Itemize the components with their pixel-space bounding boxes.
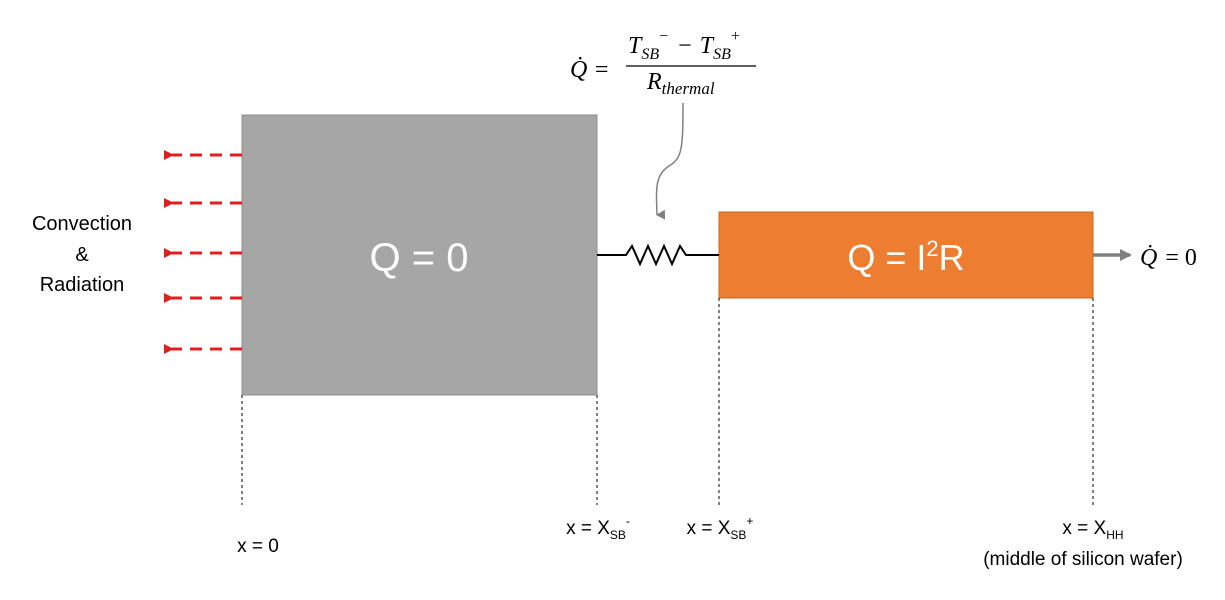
r-thermal-sub: thermal	[662, 79, 715, 98]
equation-lhs: Q̇ =	[570, 57, 610, 83]
equation-numerator: TSB−−TSB+	[628, 28, 740, 63]
xsb-plus-prefix: x = X	[687, 518, 731, 539]
ampersand-label: &	[75, 244, 89, 266]
t-sb-plus: T	[700, 33, 715, 59]
equation-denominator: Rthermal	[646, 69, 715, 98]
gray-block	[241, 114, 598, 396]
r-symbol: R	[646, 69, 662, 95]
xhh-sub: HH	[1106, 528, 1123, 542]
label-x0: x = 0	[237, 536, 279, 557]
qdot-symbol: Q̇	[1140, 245, 1157, 271]
label-xhh-note: (middle of silicon wafer)	[983, 549, 1183, 570]
t-sb-minus-sub: SB	[641, 46, 659, 63]
radiation-label: Radiation	[40, 274, 125, 296]
xsb-plus-sup: +	[746, 514, 753, 528]
t-sb-plus-sub: SB	[713, 46, 731, 63]
xhh-prefix: x = X	[1062, 518, 1106, 539]
t-sb-minus: T	[628, 33, 643, 59]
t-sb-plus-sup: +	[731, 28, 740, 45]
numerator-minus: −	[678, 33, 692, 59]
orange-block-label: Q = I2R	[847, 236, 964, 278]
pointer-arrow	[655, 102, 684, 220]
t-sb-minus-sup: −	[659, 28, 668, 45]
convection-label: Convection	[32, 213, 132, 235]
label-xsb-minus: x = XSB-	[566, 514, 630, 542]
gray-block-label: Q = 0	[370, 236, 469, 280]
label-xhh: x = XHH	[1062, 518, 1123, 542]
xsb-plus-sub: SB	[730, 528, 746, 542]
orange-block	[718, 211, 1094, 299]
xsb-minus-sup: -	[626, 514, 630, 528]
xsb-minus-prefix: x = X	[566, 518, 610, 539]
orange-label-suffix: R	[939, 237, 965, 278]
orange-label-prefix: Q = I	[847, 237, 926, 278]
xsb-minus-sub: SB	[610, 528, 626, 542]
label-xsb-plus: x = XSB+	[687, 514, 754, 542]
orange-label-sup: 2	[926, 236, 938, 261]
zero-flux-equation: Q̇ = 0	[1140, 245, 1197, 271]
zero-flux-rest: = 0	[1165, 245, 1197, 271]
thermal-resistor	[597, 243, 719, 267]
